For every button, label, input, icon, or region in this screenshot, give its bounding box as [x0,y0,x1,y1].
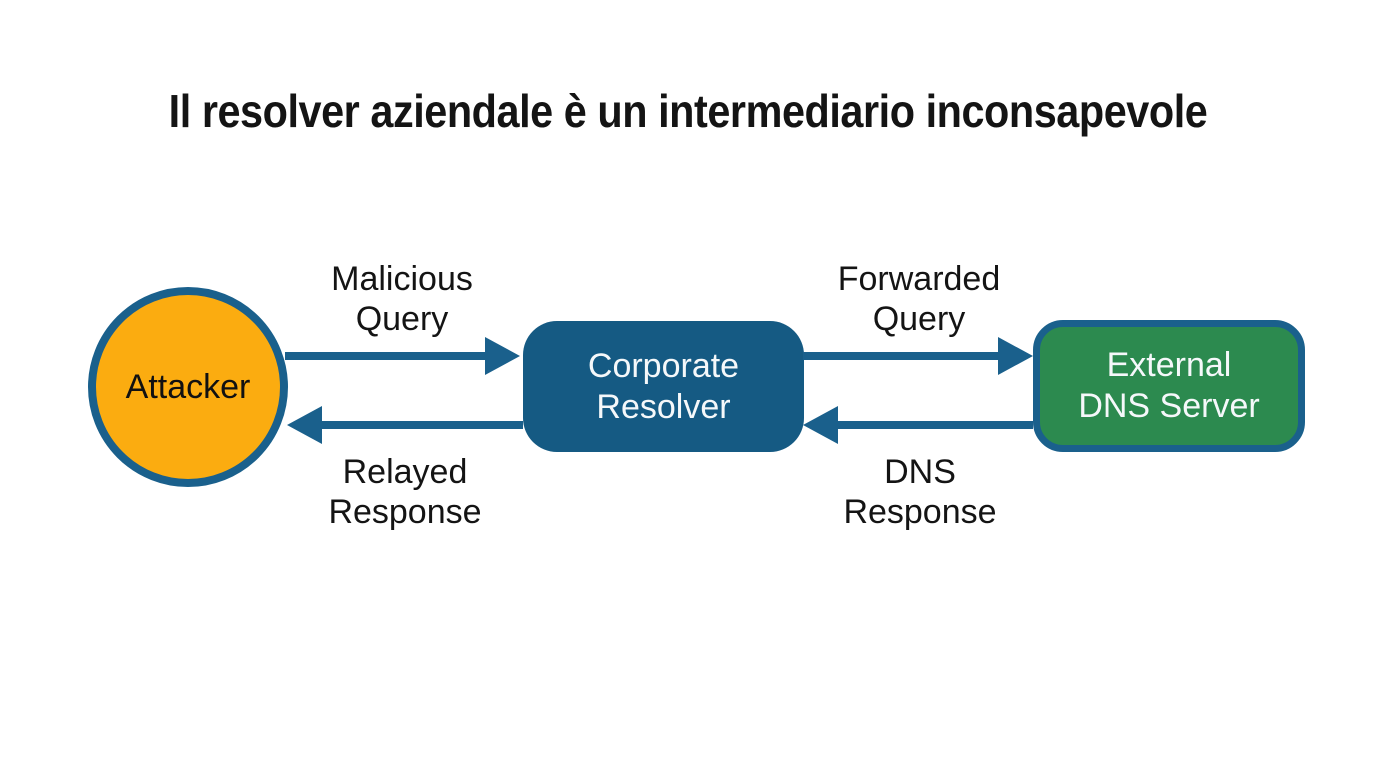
node-external-dns-server: External DNS Server [1033,320,1305,452]
arrowhead-right-icon [998,337,1033,375]
corporate-resolver-label: Corporate Resolver [587,346,740,426]
label-relayed-response: Relayed Response [328,453,482,531]
arrow-relayed-response [287,406,523,444]
label-malicious-query: Malicious Query [331,260,473,338]
label-forwarded-query: Forwarded Query [837,260,1001,338]
arrowhead-left-icon [287,406,322,444]
arrow-dns-response [803,406,1033,444]
arrow-shaft [803,352,998,360]
arrow-shaft [838,421,1033,429]
attacker-label: Attacker [125,367,251,406]
external-dns-server-label: External DNS Server [1078,346,1260,425]
arrow-shaft [285,352,485,360]
arrow-shaft [322,421,523,429]
label-dns-response: DNS Response [843,453,997,531]
arrowhead-right-icon [485,337,520,375]
node-attacker: Attacker [88,287,288,487]
arrow-malicious-query [285,337,520,375]
arrow-forwarded-query [803,337,1033,375]
diagram-title: Il resolver aziendale è un intermediario… [168,85,1208,137]
arrowhead-left-icon [803,406,838,444]
node-corporate-resolver: Corporate Resolver [523,321,804,452]
